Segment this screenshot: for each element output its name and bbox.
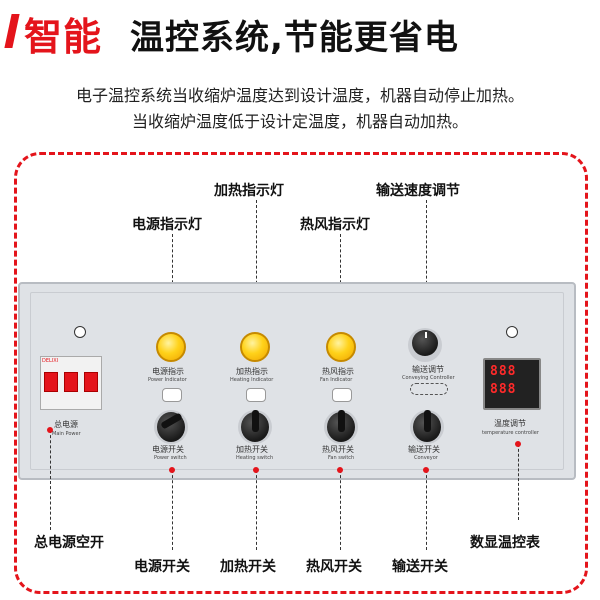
connector-heating-indicator bbox=[256, 200, 257, 314]
breaker-pole[interactable] bbox=[44, 372, 58, 392]
connector-conveyor-switch bbox=[426, 470, 427, 550]
power-indicator-lamp bbox=[156, 332, 186, 362]
thermometer-icon bbox=[506, 326, 518, 338]
heating-symbol-icon bbox=[246, 388, 266, 402]
callout-conveyor-switch: 输送开关 bbox=[392, 559, 448, 575]
connector-speed-adjust bbox=[426, 200, 427, 314]
heating-switch-label: 加热开关 bbox=[236, 445, 268, 454]
marker-dot bbox=[515, 441, 521, 447]
headline-accent-bar bbox=[4, 14, 20, 48]
control-panel: DELIXI 总电源 Main Power 电源指示 Power Indicat… bbox=[18, 282, 576, 480]
thermostat-sv-readout: 888 bbox=[490, 382, 517, 397]
switch-handle bbox=[424, 410, 431, 432]
conveyor-switch-label: 输送开关 bbox=[408, 445, 440, 454]
main-power-label: 总电源 bbox=[54, 420, 78, 429]
heating-switch-label-en: Heating switch bbox=[236, 455, 274, 461]
heating-indicator-label-en: Heating Indicator bbox=[230, 377, 274, 383]
connector-heating-switch bbox=[256, 470, 257, 550]
power-indicator-label: 电源指示 bbox=[152, 367, 184, 376]
fan-symbol-icon bbox=[332, 388, 352, 402]
headline-title-black: 温控系统,节能更省电 bbox=[130, 18, 459, 58]
connector-fan-indicator bbox=[340, 234, 341, 314]
conveyor-switch-knob[interactable] bbox=[413, 410, 441, 442]
fan-switch-knob[interactable] bbox=[327, 410, 355, 442]
heating-switch-knob[interactable] bbox=[241, 410, 269, 442]
breaker-pole[interactable] bbox=[84, 372, 98, 392]
fan-indicator-label-en: Fan Indicator bbox=[320, 377, 353, 383]
callout-heating-switch: 加热开关 bbox=[220, 559, 276, 575]
heating-indicator-label: 加热指示 bbox=[236, 367, 268, 376]
power-symbol-icon bbox=[74, 326, 86, 338]
switch-handle bbox=[160, 412, 183, 430]
fan-indicator-lamp bbox=[326, 332, 356, 362]
speed-adjust-label: 输送调节 bbox=[412, 365, 444, 374]
power-switch-knob[interactable] bbox=[157, 412, 185, 442]
description-line-2: 当收缩炉温度低于设计定温度，机器自动加热。 bbox=[131, 112, 468, 131]
heating-indicator-lamp bbox=[240, 332, 270, 362]
callout-fan-indicator: 热风指示灯 bbox=[300, 217, 370, 233]
callout-main-breaker: 总电源空开 bbox=[34, 535, 104, 551]
fan-switch-label-en: Fan switch bbox=[328, 455, 355, 461]
callout-power-indicator: 电源指示灯 bbox=[132, 217, 202, 233]
speed-adjust-label-en: Conveying Controller bbox=[402, 375, 455, 381]
connector-thermostat bbox=[518, 444, 519, 520]
temperature-control-label: 温度调节 bbox=[494, 419, 526, 428]
connector-fan-switch bbox=[340, 470, 341, 550]
control-panel-inner bbox=[30, 292, 564, 470]
marker-dot bbox=[337, 467, 343, 473]
conveyor-switch-label-en: Conveyor bbox=[414, 455, 438, 461]
fan-switch-label: 热风开关 bbox=[322, 445, 354, 454]
callout-speed-adjust: 输送速度调节 bbox=[376, 183, 460, 199]
power-switch-label: 电源开关 bbox=[152, 445, 184, 454]
connector-main-breaker bbox=[50, 430, 51, 530]
main-breaker[interactable]: DELIXI bbox=[40, 356, 102, 410]
speed-adjust-knob[interactable] bbox=[412, 330, 438, 356]
breaker-pole[interactable] bbox=[64, 372, 78, 392]
headline-title-red: 智能 bbox=[24, 15, 103, 59]
knob-pointer bbox=[425, 332, 427, 338]
temperature-control-label-en: temperature controller bbox=[482, 430, 539, 436]
marker-dot bbox=[169, 467, 175, 473]
fan-indicator-label: 热风指示 bbox=[322, 367, 354, 376]
connector-power-indicator bbox=[172, 234, 173, 314]
dashed-frame bbox=[14, 152, 588, 594]
main-power-label-en: Main Power bbox=[52, 431, 81, 437]
switch-handle bbox=[338, 410, 345, 432]
callout-power-switch: 电源开关 bbox=[134, 559, 190, 575]
callout-thermo-display: 数显温控表 bbox=[470, 535, 540, 551]
marker-dot bbox=[253, 467, 259, 473]
headline: 智能 温控系统,节能更省电 bbox=[0, 4, 600, 62]
power-switch-symbol-icon bbox=[162, 388, 182, 402]
power-switch-label-en: Power switch bbox=[154, 455, 187, 461]
callout-fan-switch: 热风开关 bbox=[306, 559, 362, 575]
switch-handle bbox=[252, 410, 259, 432]
thermostat-pv-readout: 888 bbox=[490, 364, 517, 379]
connector-power-switch bbox=[172, 470, 173, 550]
marker-dot bbox=[47, 427, 53, 433]
description-line-1: 电子温控系统当收缩炉温度达到设计温度，机器自动停止加热。 bbox=[75, 86, 524, 105]
digital-thermostat[interactable]: 888 888 bbox=[483, 358, 541, 410]
breaker-brand: DELIXI bbox=[42, 358, 59, 364]
marker-dot bbox=[423, 467, 429, 473]
callout-heating-indicator: 加热指示灯 bbox=[214, 183, 284, 199]
conveyor-chain-icon bbox=[410, 383, 448, 395]
power-indicator-label-en: Power Indicator bbox=[148, 377, 187, 383]
